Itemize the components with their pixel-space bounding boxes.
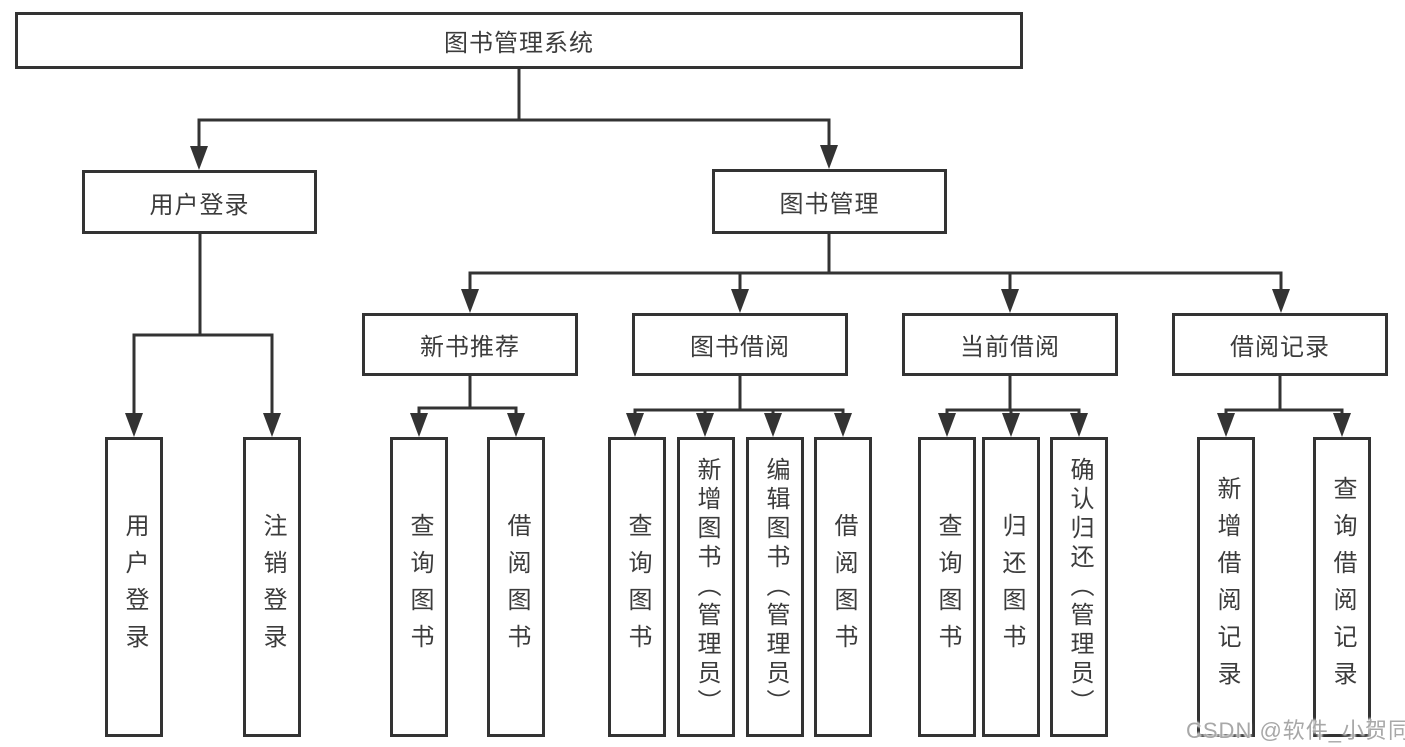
arrow-down-icon bbox=[125, 413, 143, 437]
node-user-login-group-label: 用户登录 bbox=[149, 191, 250, 219]
arrow-down-icon bbox=[410, 413, 428, 437]
leaf-return-book: 归还图书 bbox=[982, 437, 1040, 737]
arrow-down-icon bbox=[263, 413, 281, 437]
arrow-down-icon bbox=[461, 289, 479, 313]
node-book-borrowing: 图书借阅 bbox=[632, 313, 848, 376]
leaf-add-book-admin-label: 新增图书（管理员） bbox=[693, 456, 720, 718]
leaf-query-book-recommend: 查询图书 bbox=[390, 437, 448, 737]
leaf-edit-book-admin-label: 编辑图书（管理员） bbox=[762, 456, 789, 718]
node-book-management: 图书管理 bbox=[712, 169, 947, 234]
leaf-query-book-current: 查询图书 bbox=[918, 437, 976, 737]
node-new-book-recommend: 新书推荐 bbox=[362, 313, 578, 376]
leaf-add-book-admin: 新增图书（管理员） bbox=[677, 437, 735, 737]
node-root-system: 图书管理系统 bbox=[15, 12, 1023, 69]
connector-book-management-to-level3 bbox=[468, 234, 1283, 301]
leaf-borrow-book-recommend-label: 借阅图书 bbox=[503, 513, 530, 661]
leaf-confirm-return-admin-label: 确认归还（管理员） bbox=[1066, 456, 1093, 718]
node-borrow-records-label: 借阅记录 bbox=[1230, 334, 1330, 361]
arrow-down-icon bbox=[938, 413, 956, 437]
arrow-down-icon bbox=[1070, 413, 1088, 437]
leaf-logout: 注销登录 bbox=[243, 437, 301, 737]
arrow-down-icon bbox=[507, 413, 525, 437]
csdn-watermark: CSDN @软件_小贺同学 bbox=[1186, 718, 1405, 743]
arrow-down-icon bbox=[834, 413, 852, 437]
node-new-book-recommend-label: 新书推荐 bbox=[420, 334, 520, 361]
leaf-logout-label: 注销登录 bbox=[259, 513, 286, 661]
arrow-down-icon bbox=[626, 413, 644, 437]
node-borrow-records: 借阅记录 bbox=[1172, 313, 1388, 376]
node-root-system-label: 图书管理系统 bbox=[444, 30, 594, 57]
node-user-login-group: 用户登录 bbox=[82, 170, 317, 234]
leaf-borrow-book-borrowing: 借阅图书 bbox=[814, 437, 872, 737]
arrow-down-icon bbox=[820, 145, 838, 169]
connector-new-book-to-children bbox=[417, 376, 518, 425]
leaf-confirm-return-admin: 确认归还（管理员） bbox=[1050, 437, 1108, 737]
leaf-borrow-book-recommend: 借阅图书 bbox=[487, 437, 545, 737]
leaf-add-borrow-record: 新增借阅记录 bbox=[1197, 437, 1255, 737]
connector-book-borrowing-to-children bbox=[633, 376, 845, 425]
leaf-query-book-recommend-label: 查询图书 bbox=[406, 513, 433, 661]
leaf-return-book-label: 归还图书 bbox=[998, 513, 1025, 661]
node-current-borrowing-label: 当前借阅 bbox=[960, 334, 1060, 361]
arrow-down-icon bbox=[696, 413, 714, 437]
arrowheads bbox=[125, 145, 1351, 437]
arrow-down-icon bbox=[190, 146, 208, 170]
arrow-down-icon bbox=[731, 289, 749, 313]
connector-user-login-to-children bbox=[132, 233, 274, 425]
leaf-query-borrow-record-label: 查询借阅记录 bbox=[1329, 476, 1356, 698]
leaf-query-book-borrowing-label: 查询图书 bbox=[624, 513, 651, 661]
arrow-down-icon bbox=[1002, 413, 1020, 437]
leaf-user-login-label: 用户登录 bbox=[121, 513, 148, 661]
leaf-query-borrow-record: 查询借阅记录 bbox=[1313, 437, 1371, 737]
arrow-down-icon bbox=[1001, 289, 1019, 313]
connector-root-to-level2 bbox=[197, 68, 831, 158]
arrow-down-icon bbox=[764, 413, 782, 437]
arrow-down-icon bbox=[1272, 289, 1290, 313]
node-book-management-label: 图书管理 bbox=[779, 191, 880, 218]
leaf-add-borrow-record-label: 新增借阅记录 bbox=[1213, 476, 1240, 698]
arrow-down-icon bbox=[1217, 413, 1235, 437]
arrow-down-icon bbox=[1333, 413, 1351, 437]
connector-borrow-records-to-children bbox=[1224, 376, 1344, 425]
node-current-borrowing: 当前借阅 bbox=[902, 313, 1118, 376]
leaf-query-book-current-label: 查询图书 bbox=[934, 513, 961, 661]
leaf-query-book-borrowing: 查询图书 bbox=[608, 437, 666, 737]
leaf-borrow-book-borrowing-label: 借阅图书 bbox=[830, 513, 857, 661]
leaf-user-login: 用户登录 bbox=[105, 437, 163, 737]
leaf-edit-book-admin: 编辑图书（管理员） bbox=[746, 437, 804, 737]
node-book-borrowing-label: 图书借阅 bbox=[690, 334, 790, 361]
